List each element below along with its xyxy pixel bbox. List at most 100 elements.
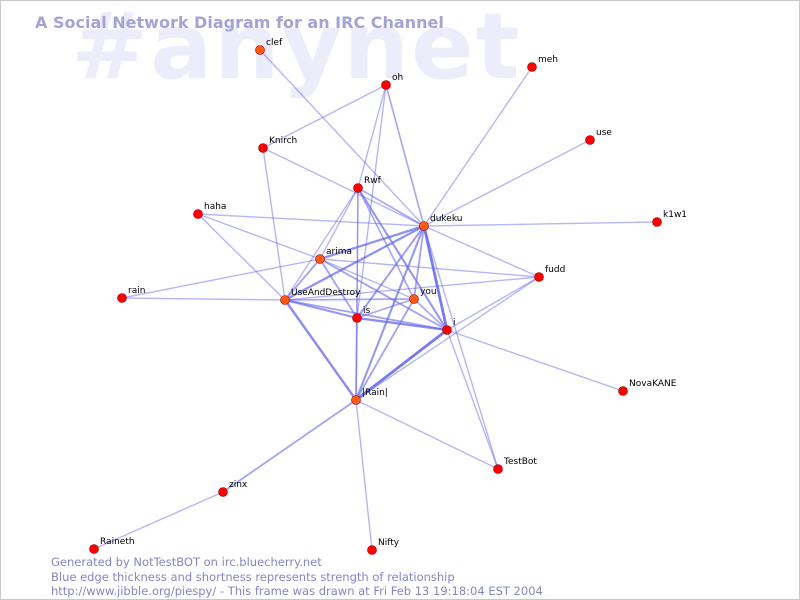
node-dot	[442, 325, 452, 335]
edge-fudd-UseAndDestroy	[284, 276, 540, 301]
node-label: UseAndDestroy	[291, 288, 361, 298]
edge-dukeku-is	[356, 225, 425, 319]
channel-watermark: #anynet	[71, 0, 522, 100]
node-dot	[409, 294, 419, 304]
edge-oh-Knirch	[262, 84, 387, 149]
edge-Rwf-dukeku	[357, 187, 425, 227]
diagram-title: A Social Network Diagram for an IRC Chan…	[35, 13, 444, 32]
edge-Rwf-arima	[319, 187, 359, 260]
node-dot	[652, 217, 662, 227]
node-label: haha	[204, 202, 226, 212]
node-label: you	[420, 287, 437, 297]
node-clef: clef	[255, 38, 283, 55]
node-label: rain	[128, 286, 145, 296]
node-Rain: |Rain|	[351, 388, 388, 405]
node-label: oh	[392, 73, 403, 83]
edge-dukeku-i	[422, 224, 449, 332]
footer-url-line: http://www.jibble.org/piespy/ - This fra…	[51, 584, 543, 598]
node-Rwf: Rwf	[353, 176, 382, 193]
edge-you-Rain	[355, 298, 415, 401]
edge-is-Rain	[355, 317, 358, 401]
node-dukeku: dukeku	[419, 214, 462, 231]
node-label: Nifty	[378, 538, 400, 548]
edge-Rain-Nifty	[355, 399, 373, 551]
edge-Knirch-dukeku	[262, 147, 425, 227]
edge-dukeku-k1w1	[423, 221, 658, 227]
edge-you-is	[356, 298, 415, 319]
edge-arima-is	[319, 258, 358, 319]
node-dot	[352, 313, 362, 323]
edge-dukeku-Rain	[354, 224, 426, 402]
node-k1w1: k1w1	[652, 210, 687, 227]
edge-oh-is	[356, 84, 387, 319]
node-Nifty: Nifty	[367, 538, 400, 555]
node-TestBot: TestBot	[493, 457, 537, 474]
node-label: Knirch	[269, 136, 297, 146]
edges-layer	[93, 49, 658, 551]
node-dot	[367, 545, 377, 555]
node-dot	[89, 544, 99, 554]
node-label: TestBot	[503, 457, 537, 467]
node-NovaKANE: NovaKANE	[618, 379, 677, 396]
edge-Rwf-you	[357, 187, 415, 300]
edge-rain-UseAndDestroy	[121, 297, 286, 301]
edge-you-i	[413, 298, 448, 331]
node-label: arima	[326, 247, 352, 257]
node-fudd: fudd	[534, 265, 565, 282]
edge-fudd-i	[446, 276, 540, 331]
footer-generator-line: Generated by NotTestBOT on irc.bluecherr…	[51, 555, 322, 569]
node-zinx: zinx	[218, 480, 248, 497]
edge-i-TestBot	[446, 329, 499, 470]
node-label: i	[453, 318, 456, 328]
edge-haha-UseAndDestroy	[197, 213, 286, 301]
node-dot	[280, 295, 290, 305]
node-label: use	[596, 128, 612, 138]
edge-zinx-Raineth	[93, 491, 224, 550]
edge-Rwf-i	[356, 186, 449, 332]
node-label: NovaKANE	[629, 379, 677, 389]
node-meh: meh	[527, 55, 558, 72]
edge-UseAndDestroy-you	[284, 298, 415, 301]
edge-dukeku-fudd	[423, 225, 540, 278]
node-dot	[534, 272, 544, 282]
edge-arima-i	[319, 258, 448, 331]
node-dot	[315, 254, 325, 264]
node-label: Raineth	[100, 537, 135, 547]
edge-oh-Rwf	[357, 84, 387, 189]
node-dot	[353, 183, 363, 193]
node-rain: rain	[117, 286, 145, 303]
node-dot	[255, 45, 265, 55]
edge-dukeku-arima	[318, 224, 426, 261]
edge-i-NovaKANE	[446, 329, 624, 392]
edge-arima-UseAndDestroy	[284, 258, 321, 301]
edge-Rwf-UseAndDestroy	[284, 187, 359, 301]
node-label: k1w1	[663, 210, 687, 220]
edge-haha-arima	[197, 213, 321, 260]
footer-legend-line: Blue edge thickness and shortness repres…	[51, 569, 455, 584]
edge-Rwf-is	[356, 187, 359, 319]
node-dot	[258, 143, 268, 153]
edge-clef-dukeku	[259, 49, 425, 227]
edge-i-Rain	[354, 328, 449, 402]
node-dot	[419, 221, 429, 231]
node-dot	[381, 80, 391, 90]
node-oh: oh	[381, 73, 403, 90]
node-dot	[351, 395, 361, 405]
edge-oh-dukeku	[385, 84, 425, 227]
edge-use-dukeku	[423, 139, 591, 227]
edge-dukeku-you	[413, 225, 425, 300]
edge-arima-you	[319, 258, 415, 300]
node-label: Rwf	[364, 176, 382, 186]
node-dot	[585, 135, 595, 145]
edge-meh-dukeku	[423, 66, 533, 227]
node-label: meh	[538, 55, 558, 65]
edge-arima-fudd	[319, 258, 540, 278]
node-dot	[618, 386, 628, 396]
edge-fudd-Rain	[355, 276, 540, 401]
node-Knirch: Knirch	[258, 136, 297, 153]
node-label: |Rain|	[362, 388, 388, 398]
node-dot	[193, 209, 203, 219]
